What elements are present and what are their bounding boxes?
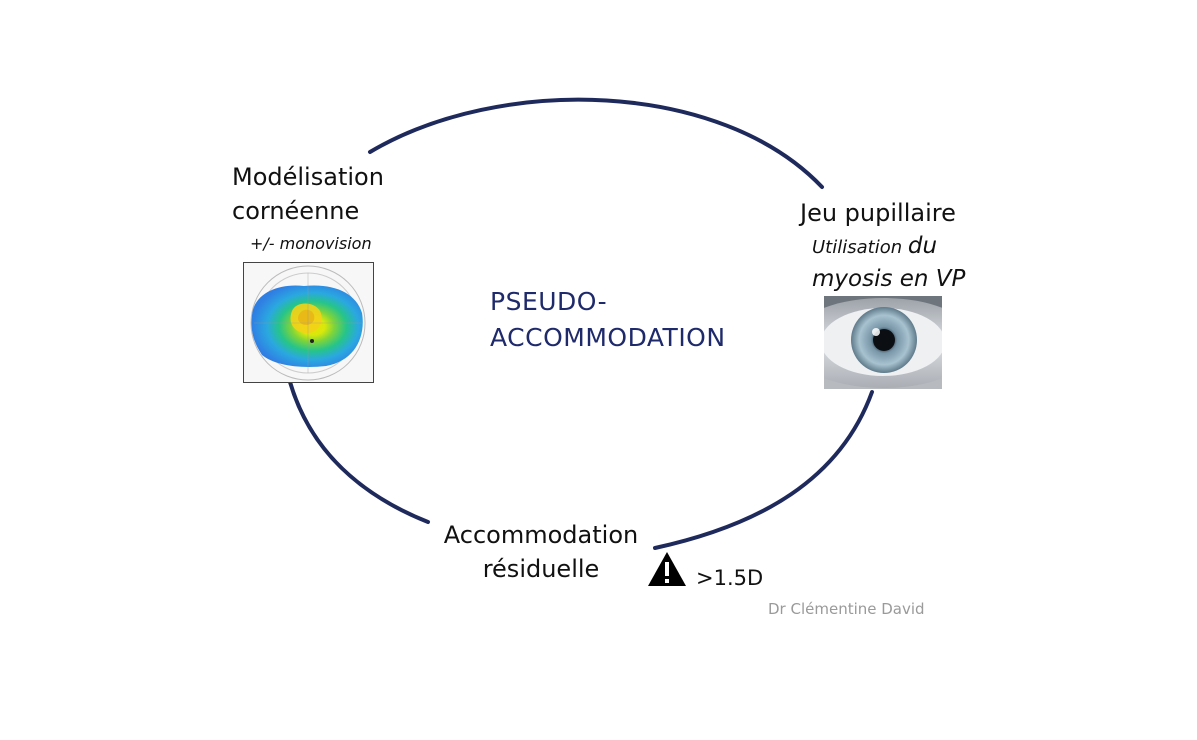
- pupil-subtitle-line2: myosis en VP: [812, 266, 966, 292]
- warning-triangle-icon: [646, 550, 688, 588]
- author-credit: Dr Clémentine David: [768, 600, 925, 618]
- eye-image: [824, 296, 942, 389]
- pupil-subtitle-word2: du: [907, 233, 938, 259]
- corneal-topography-image: [243, 262, 374, 383]
- residual-title-line1: Accommodation: [443, 521, 639, 549]
- pupil-subtitle: Utilisation du: [812, 232, 937, 262]
- center-label: PSEUDO- ACCOMMODATION: [490, 284, 726, 356]
- center-label-line2: ACCOMMODATION: [490, 323, 726, 352]
- residual-title-line2: résiduelle: [482, 555, 600, 583]
- cornea-subtitle: +/- monovision: [250, 234, 372, 253]
- ring-arc-right: [653, 390, 874, 550]
- pupil-node-title: Jeu pupillaire: [800, 199, 956, 227]
- cornea-title-line2: cornéenne: [232, 197, 360, 225]
- ring-arc-top: [368, 97, 824, 189]
- warning-threshold-text: >1.5D: [696, 566, 764, 590]
- center-label-line1: PSEUDO-: [490, 287, 608, 316]
- residual-node-title: Accommodation résiduelle: [438, 518, 644, 586]
- cornea-node-title: Modélisation cornéenne: [232, 160, 384, 228]
- ring-arc-left: [288, 380, 430, 524]
- cornea-title-line1: Modélisation: [232, 163, 384, 191]
- eye-iris-photo-icon: [824, 296, 942, 389]
- pupil-subtitle-word1: Utilisation: [812, 237, 903, 258]
- corneal-topography-map-icon: [244, 263, 373, 382]
